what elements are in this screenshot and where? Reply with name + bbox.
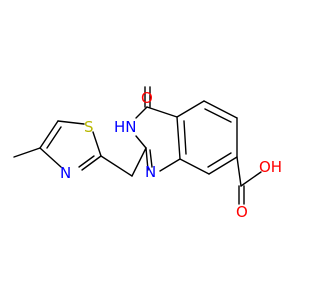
atom-labels: O HN N S N O OH	[60, 89, 282, 221]
bond-c4a-c5	[176, 100, 205, 118]
bond-thiazole-ch2	[100, 155, 133, 177]
thiazole-sulfur-label: S	[84, 118, 94, 136]
ring-nitrogen-label: N	[145, 163, 156, 181]
bond-c4a-c8a-inner	[183, 120, 187, 155]
bond-ring-carboxyl	[236, 156, 242, 187]
bond-thiazole-c2-n-double	[78, 155, 95, 168]
bond-thiazole-c4-c5-double	[46, 126, 62, 149]
bond-methyl	[13, 147, 41, 158]
bond-c7-c8-inner	[207, 152, 232, 168]
bond-c2-n3	[135, 135, 147, 149]
bond-thiazole-n-c4	[39, 147, 62, 168]
bonds	[13, 86, 262, 205]
bond-thiazole-c5-s	[57, 120, 85, 125]
bond-n1-c2-double	[149, 149, 153, 168]
nh-nitrogen-label: HN	[114, 118, 137, 136]
structure-canvas: O HN N S N O OH	[13, 86, 283, 221]
bond-c5-c6	[203, 100, 238, 119]
bond-thiazole-c2-n	[81, 155, 102, 171]
bond-c4-c4a	[146, 106, 178, 118]
carboxyl-oh-label: OH	[259, 158, 282, 176]
bond-thiazole-s-c2	[92, 131, 102, 157]
bond-c8a-n1	[159, 158, 181, 172]
bond-thiazole-c4-c5	[39, 120, 59, 149]
bond-c8-c8a	[179, 158, 210, 175]
bond-c5-c6-inner	[204, 108, 232, 123]
bond-n3-c4	[135, 106, 148, 119]
carbonyl-oxygen-label: O	[141, 89, 153, 107]
carboxyl-oxygen-label: O	[236, 203, 248, 221]
thiazole-nitrogen-label: N	[60, 164, 71, 182]
bond-carboxyl-oh	[240, 171, 262, 187]
bond-ch2-quinazoline	[131, 147, 147, 177]
bond-n1-c2	[145, 147, 149, 171]
bond-c4a-c8a	[176, 116, 181, 160]
bond-c7-c8	[208, 156, 238, 175]
